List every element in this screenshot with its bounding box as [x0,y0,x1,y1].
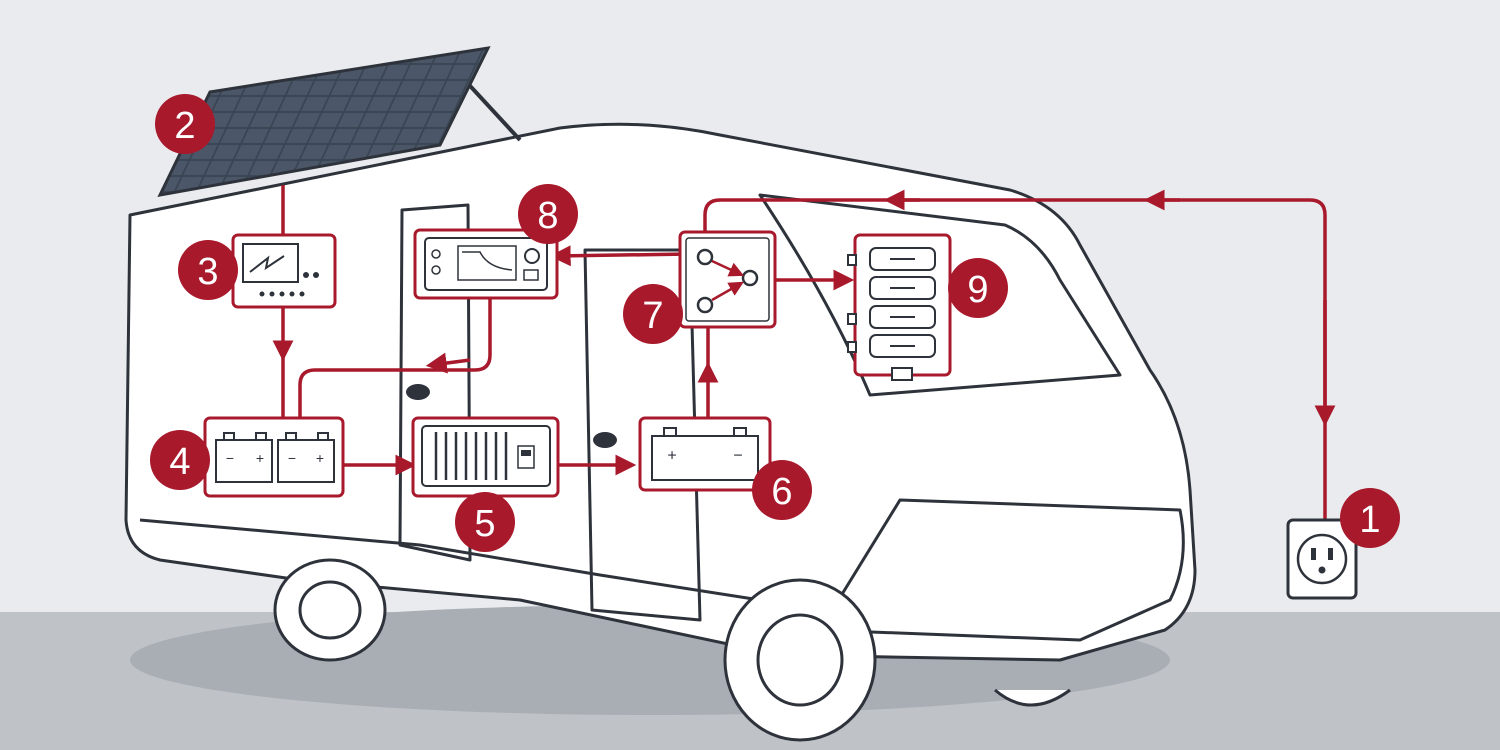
battery-monitor-icon [413,228,559,300]
badge-6: 6 [752,460,812,520]
badge-8: 8 [518,184,578,244]
side-door-handle [406,384,430,400]
badge-5-label: 5 [474,503,495,545]
badge-1: 1 [1340,488,1400,548]
badge-4-label: 4 [169,441,190,483]
badge-4: 4 [150,430,210,490]
badge-5: 5 [455,492,515,552]
right-front-wheel [994,688,1071,707]
inverter-icon [411,416,560,498]
wiring [272,185,1336,520]
badge-7: 7 [623,284,683,344]
front-wheel [723,578,877,742]
battery-4a-minus-symbol: − [226,450,234,466]
badge-3: 3 [178,240,238,300]
charge-controller-icon [231,233,337,309]
solar-panel-icon [157,46,522,197]
badge-9-label: 9 [967,269,988,311]
rear-wheel [273,558,387,662]
badge-3-label: 3 [197,251,218,293]
cab-door-handle [593,432,617,448]
shore-power-outlet-icon [1286,518,1358,600]
badge-2: 2 [155,94,215,154]
transfer-switch-icon [678,230,777,329]
badge-9: 9 [948,258,1008,318]
badge-1-label: 1 [1359,499,1380,541]
fuse-panel-icon [847,233,952,381]
battery-6-plus-symbol: + [667,448,676,465]
battery-4a-plus-symbol: + [256,450,264,466]
badge-8-label: 8 [537,195,558,237]
badge-6-label: 6 [771,471,792,513]
starter-battery-icon: + − [638,416,772,492]
house-battery-bank-icon: − + − + [203,416,345,498]
badge-7-label: 7 [642,295,663,337]
badge-2-label: 2 [174,105,195,147]
battery-4b-plus-symbol: + [316,450,324,466]
battery-4b-minus-symbol: − [288,450,296,466]
battery-6-minus-symbol: − [733,448,742,465]
